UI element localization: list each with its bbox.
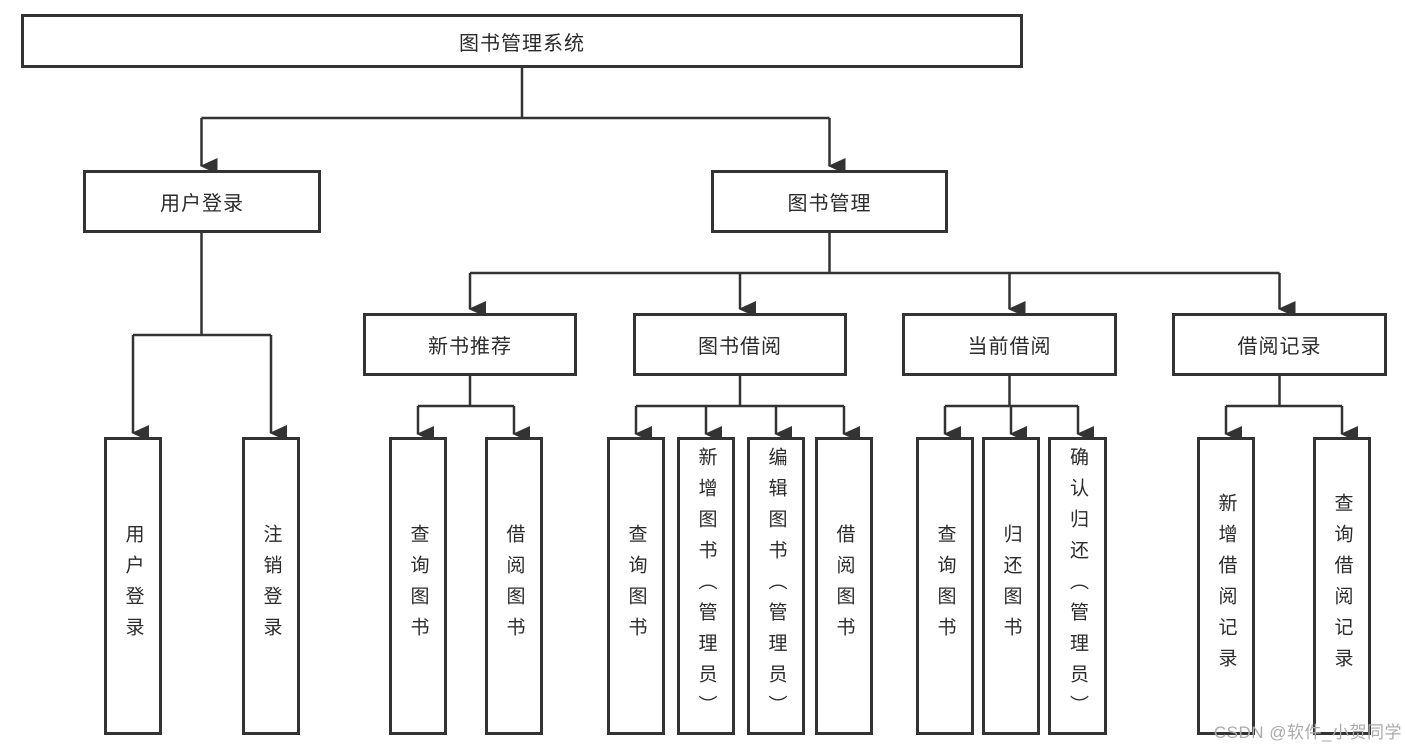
node-leaf-recommend-query-book: 查询图书 [389, 437, 447, 735]
node-label: 编辑图书（管理员） [765, 446, 787, 726]
connector-user-login-bus [133, 233, 271, 337]
node-current-borrowing: 当前借阅 [902, 313, 1117, 376]
node-label: 查询图书 [407, 524, 429, 648]
node-leaf-borrowing-add-book-admin: 新增图书（管理员） [677, 437, 735, 735]
node-leaf-current-query-book: 查询图书 [916, 437, 974, 735]
connector-current-borrow-bus [945, 376, 1078, 408]
connector-book-management-bus [470, 233, 1280, 275]
csdn-watermark: CSDN @软件_小贺同学 [1213, 723, 1402, 742]
node-book-borrowing: 图书借阅 [633, 313, 847, 376]
node-label: 借阅图书 [833, 524, 855, 648]
node-label: 当前借阅 [967, 336, 1052, 358]
node-leaf-borrowing-borrow-book: 借阅图书 [815, 437, 873, 735]
node-leaf-recommend-borrow-book: 借阅图书 [485, 437, 543, 735]
node-library-management-system: 图书管理系统 [21, 14, 1023, 68]
node-label: 用户登录 [160, 193, 244, 215]
node-label: 借阅图书 [503, 524, 525, 648]
node-label: 用户登录 [122, 524, 144, 648]
connector-borrow-record-bus [1226, 376, 1342, 408]
node-label: 图书借阅 [698, 336, 782, 358]
node-leaf-records-query-record: 查询借阅记录 [1313, 437, 1371, 735]
node-leaf-current-return-book: 归还图书 [982, 437, 1040, 735]
node-label: 借阅记录 [1237, 336, 1322, 358]
connector-root-bus [201, 68, 830, 120]
node-leaf-records-add-record: 新增借阅记录 [1197, 437, 1255, 735]
node-leaf-user-login: 用户登录 [104, 437, 162, 735]
connector-book-borrow-bus [636, 376, 844, 408]
node-label: 确认归还（管理员） [1067, 446, 1088, 726]
node-new-book-recommend: 新书推荐 [363, 313, 577, 376]
node-leaf-borrowing-edit-book-admin: 编辑图书（管理员） [747, 437, 805, 735]
connector-new-book-rec-bus [418, 376, 514, 408]
node-leaf-logout: 注销登录 [242, 437, 300, 735]
node-label: 查询图书 [625, 524, 647, 648]
node-label: 查询借阅记录 [1331, 493, 1353, 679]
node-label: 归还图书 [1000, 524, 1022, 648]
node-label: 新增借阅记录 [1215, 493, 1237, 679]
node-leaf-borrowing-query-book: 查询图书 [607, 437, 665, 735]
node-label: 新增图书（管理员） [695, 446, 717, 726]
node-leaf-current-confirm-return-admin: 确认归还（管理员） [1048, 437, 1107, 735]
node-label: 图书管理 [787, 193, 872, 215]
node-label: 图书管理系统 [459, 32, 585, 55]
node-label: 查询图书 [934, 524, 956, 648]
node-book-management: 图书管理 [711, 170, 948, 233]
node-label: 注销登录 [260, 524, 282, 648]
node-borrowing-records: 借阅记录 [1172, 313, 1387, 376]
node-label: 新书推荐 [428, 336, 512, 358]
node-user-login: 用户登录 [83, 170, 321, 233]
